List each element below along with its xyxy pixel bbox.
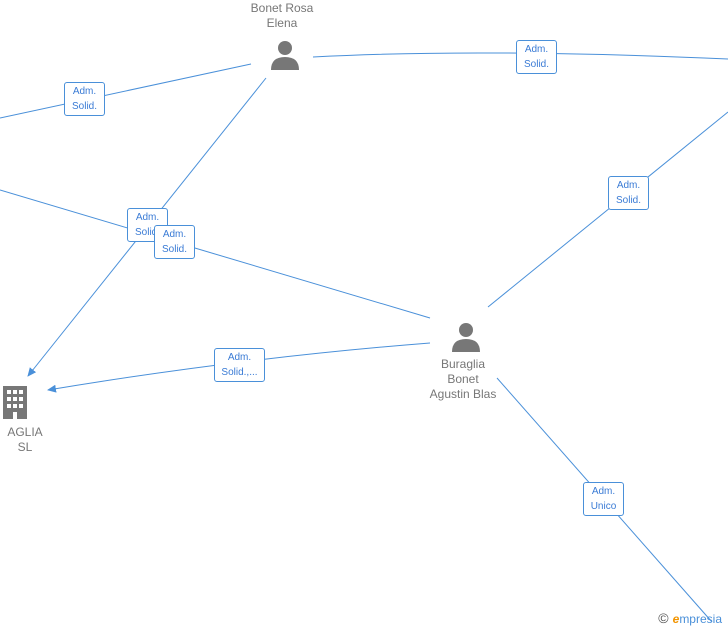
node-label-company[interactable]: AGLIA SL bbox=[7, 425, 43, 454]
edge-line-3 bbox=[487, 111, 728, 308]
copyright-symbol: © bbox=[658, 610, 669, 626]
edge-line-4 bbox=[0, 189, 431, 319]
node-label-bonet-rosa[interactable]: Bonet Rosa Elena bbox=[250, 1, 314, 30]
brand-name-initial: e bbox=[672, 612, 680, 626]
edge-line-2 bbox=[312, 52, 728, 60]
edge-label[interactable]: Adm. Solid.,... bbox=[214, 348, 265, 382]
edge-line-1 bbox=[0, 63, 252, 119]
edge-label[interactable]: Adm. Solid. bbox=[608, 176, 649, 210]
node-label-buraglia[interactable]: Buraglia Bonet Agustin Blas bbox=[429, 357, 497, 401]
brand-logo: ©empresia bbox=[658, 610, 722, 626]
edge-label[interactable]: Adm. Solid. bbox=[154, 225, 195, 259]
person-icon[interactable] bbox=[452, 323, 480, 352]
edge-label[interactable]: Adm. Solid. bbox=[64, 82, 105, 116]
edge-label[interactable]: Adm. Solid. bbox=[516, 40, 557, 74]
person-icon[interactable] bbox=[271, 41, 299, 70]
edge-label[interactable]: Adm. Unico bbox=[583, 482, 624, 516]
building-icon[interactable] bbox=[3, 386, 27, 419]
brand-name: mpresia bbox=[679, 612, 722, 626]
